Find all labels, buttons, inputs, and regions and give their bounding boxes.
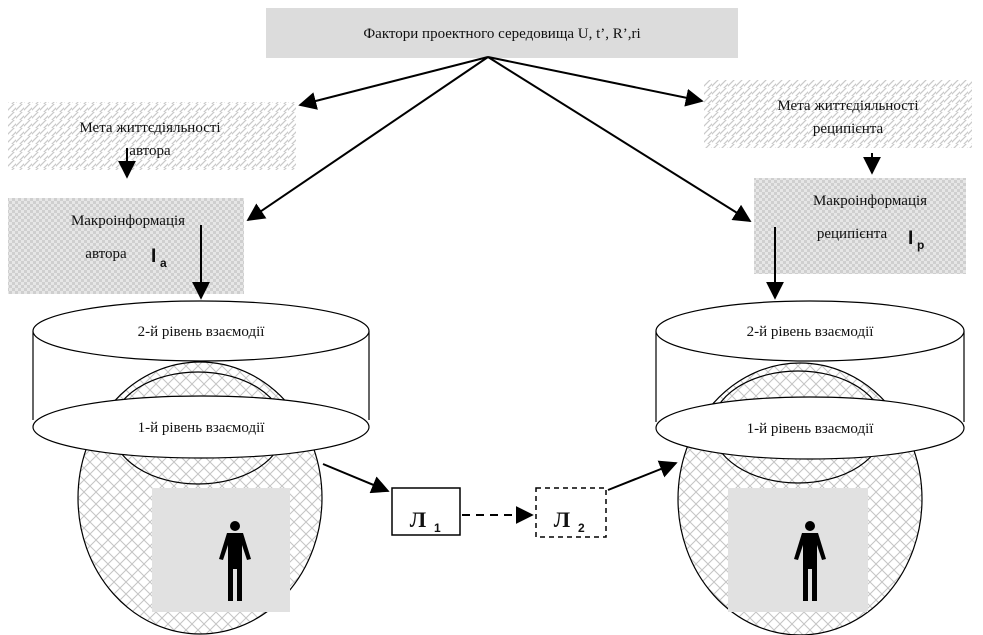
author-macro-symbol-sub: a (160, 256, 167, 270)
l1-box: Л 1 (391, 487, 461, 536)
recipient-macro-symbol: I (908, 228, 913, 249)
recipient-goal-line1: Мета життєдіяльності (777, 98, 918, 114)
author-macro-line2: автора (85, 246, 127, 262)
environment-factors-box: Фактори проектного середовища U, t’, R’,… (266, 8, 738, 58)
author-level2-label: 2-й рівень взаємодії (138, 324, 266, 340)
author-macro-symbol: I (151, 246, 156, 267)
author-goal-line2: автора (129, 143, 171, 159)
author-goal-box: Мета життєдіяльності автора (8, 102, 296, 170)
arrow-factors-to-author-macro (246, 56, 489, 222)
arrow-factors-to-recipient-goal (487, 56, 704, 107)
recipient-level2-ellipse (655, 300, 965, 362)
l2-box: Л 2 (535, 487, 607, 538)
author-macro-box: Макроінформація автора I a (8, 198, 244, 294)
author-interaction-structure: 2-й рівень взаємодії 1-й рівень взаємоді… (32, 300, 370, 635)
l2-letter: Л (554, 507, 571, 532)
author-goal-line1: Мета життєдіяльності (79, 120, 220, 136)
recipient-interaction-structure: 2-й рівень взаємодії 1-й рівень взаємоді… (655, 300, 965, 635)
author-level2-ellipse (32, 300, 370, 362)
recipient-goal-line2: реципієнта (813, 121, 884, 137)
recipient-goal-box: Мета життєдіяльності реципієнта (704, 80, 972, 148)
person-icon (219, 521, 251, 601)
l2-sub: 2 (578, 521, 585, 535)
author-macro-line1: Макроінформація (71, 213, 185, 229)
arrow-factors-to-recipient-macro (487, 56, 752, 222)
author-level1-ellipse (32, 395, 370, 459)
recipient-macro-symbol-sub: p (917, 238, 924, 252)
author-level1-label: 1-й рівень взаємодії (138, 420, 266, 436)
person-icon (794, 521, 826, 601)
l1-letter: Л (410, 507, 427, 532)
author-person-area (152, 488, 290, 612)
factors-label: Фактори проектного середовища U, t’, R’,… (363, 26, 640, 42)
recipient-level1-label: 1-й рівень взаємодії (747, 421, 875, 437)
recipient-macro-line1: Макроінформація (813, 193, 927, 209)
recipient-macro-line2: реципієнта (817, 226, 888, 242)
l1-sub: 1 (434, 521, 441, 535)
arrow-l2-to-recipient (607, 460, 678, 491)
arrow-author-to-l1 (322, 463, 390, 494)
recipient-level2-label: 2-й рівень взаємодії (747, 324, 875, 340)
arrow-factors-to-author-goal (298, 56, 489, 110)
recipient-level1-ellipse (655, 396, 965, 460)
recipient-macro-box: Макроінформація реципієнта I p (754, 178, 966, 274)
